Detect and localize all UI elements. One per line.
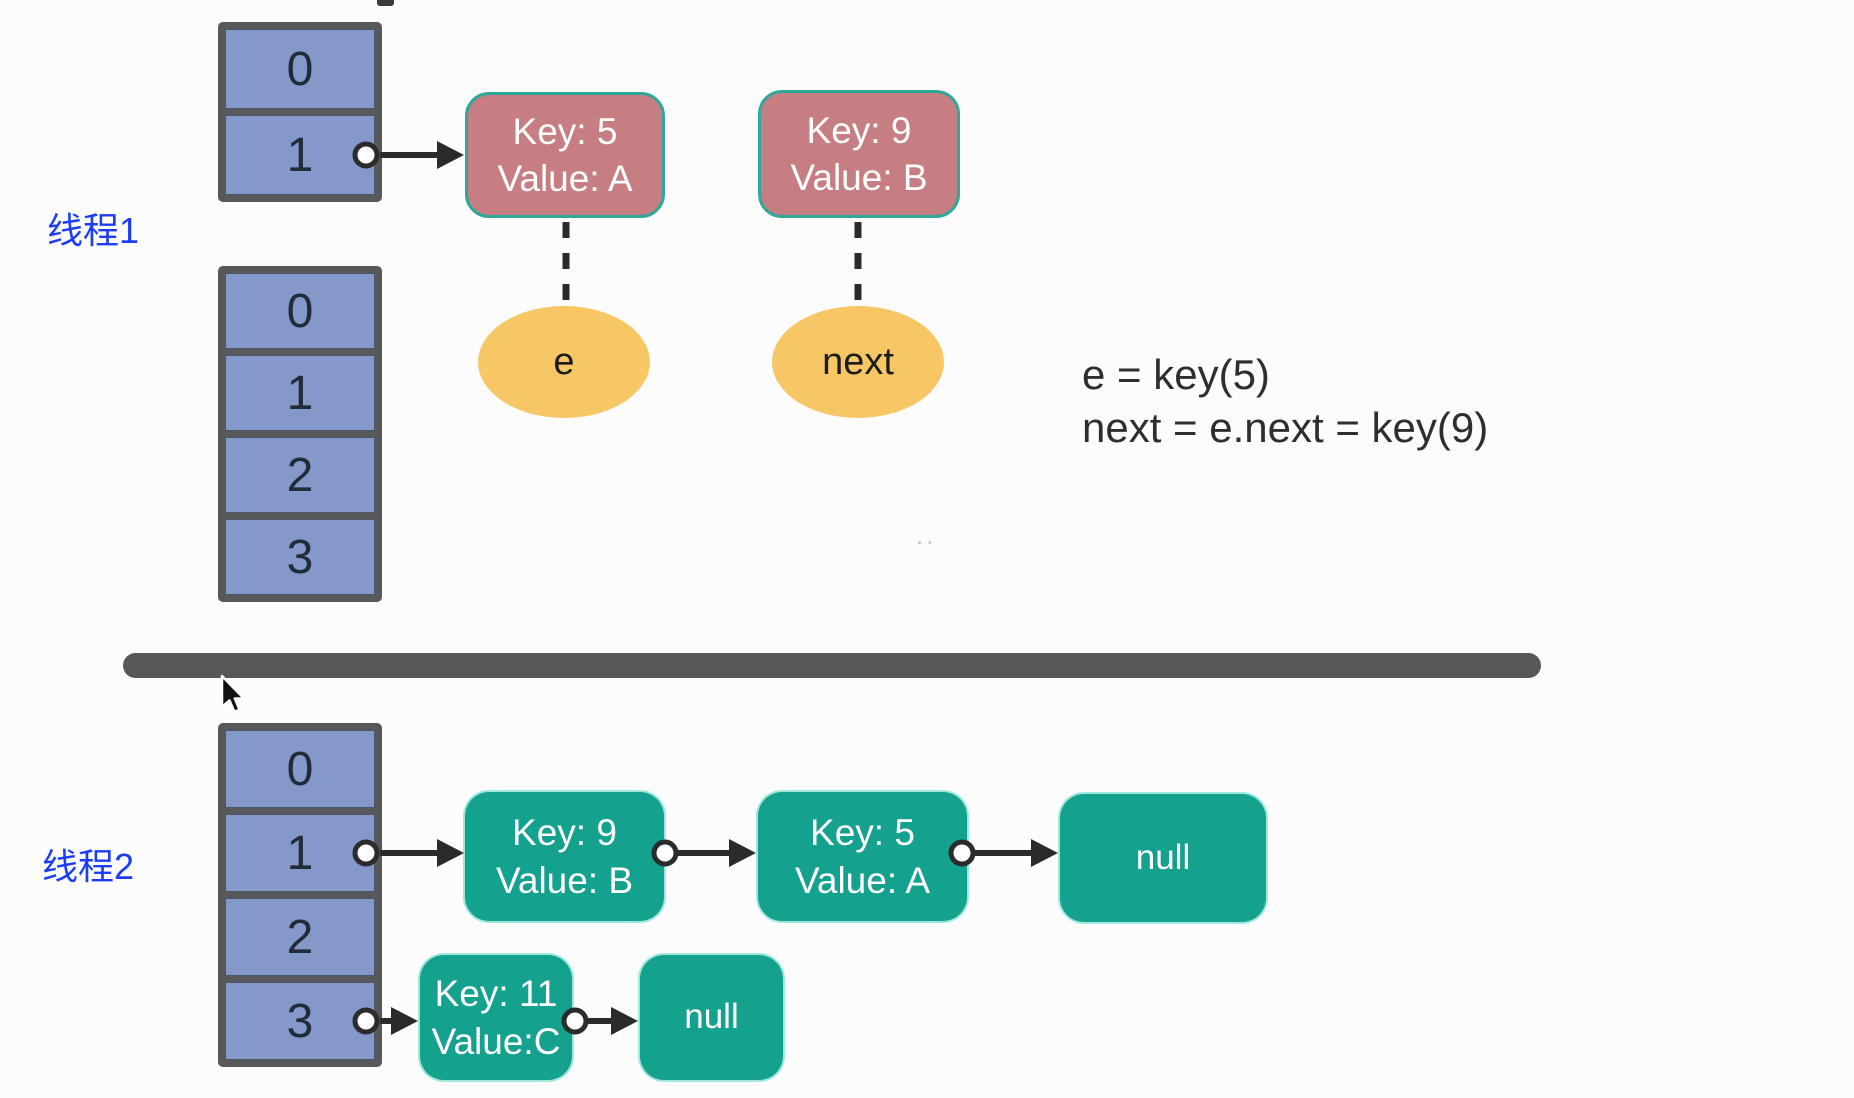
entry-value: Value: B: [790, 157, 928, 198]
bucket-cell-2: 2: [225, 437, 375, 513]
entry-key: Key: 11: [434, 973, 558, 1015]
entry-value: Value:C: [431, 1020, 561, 1062]
mouse-cursor-icon: [220, 674, 246, 714]
cropped-shape-fragment: [377, 0, 394, 6]
bucket-cell-1: 1: [225, 115, 375, 195]
entry-node-key9: Key: 9 Value: B: [758, 90, 960, 218]
entry-key: Key: 9: [512, 812, 617, 854]
bucket-cell-2: 2: [225, 898, 375, 976]
bucket-cell-1: 1: [225, 355, 375, 431]
thread2-label: 线程2: [42, 846, 135, 887]
pointer-arrow: [561, 1007, 638, 1035]
entry-key: Key: 5: [512, 110, 618, 152]
bucket-cell-3: 3: [225, 982, 375, 1060]
pointer-e: e: [478, 306, 650, 418]
thread2-table: 0 1 2 3: [218, 723, 382, 1067]
bucket-cell-0: 0: [225, 29, 375, 109]
entry-value: Value: A: [497, 158, 633, 199]
code-line-2: next = e.next = key(9): [1082, 404, 1489, 451]
entry-node-key5: Key: 5 Value: A: [758, 792, 967, 921]
entry-value: Value: A: [794, 859, 931, 901]
entry-node-key11: Key: 11 Value:C: [420, 955, 572, 1080]
bucket-cell-0: 0: [225, 273, 375, 349]
code-line-1: e = key(5): [1082, 351, 1270, 398]
pointer-next: next: [772, 306, 944, 418]
thread1-label: 线程1: [47, 210, 140, 251]
bucket-cell-1: 1: [225, 814, 375, 892]
entry-node-key9: Key: 9 Value: B: [465, 792, 664, 921]
entry-key: Key: 9: [806, 109, 912, 151]
thread1-table-bottom: 0 1 2 3: [218, 266, 382, 602]
bucket-cell-0: 0: [225, 730, 375, 808]
null-node: null: [1060, 794, 1266, 922]
pointer-arrow: [651, 839, 756, 867]
entry-node-key5: Key: 5 Value: A: [465, 92, 665, 218]
section-divider: [123, 653, 1541, 678]
bucket-cell-3: 3: [225, 519, 375, 595]
null-node: null: [640, 955, 783, 1080]
entry-key: Key: 5: [810, 812, 915, 854]
pointer-arrow: [948, 839, 1058, 867]
stray-dots: ..: [916, 520, 937, 550]
thread1-table-top: 0 1: [218, 22, 382, 202]
entry-value: Value: B: [495, 859, 634, 901]
